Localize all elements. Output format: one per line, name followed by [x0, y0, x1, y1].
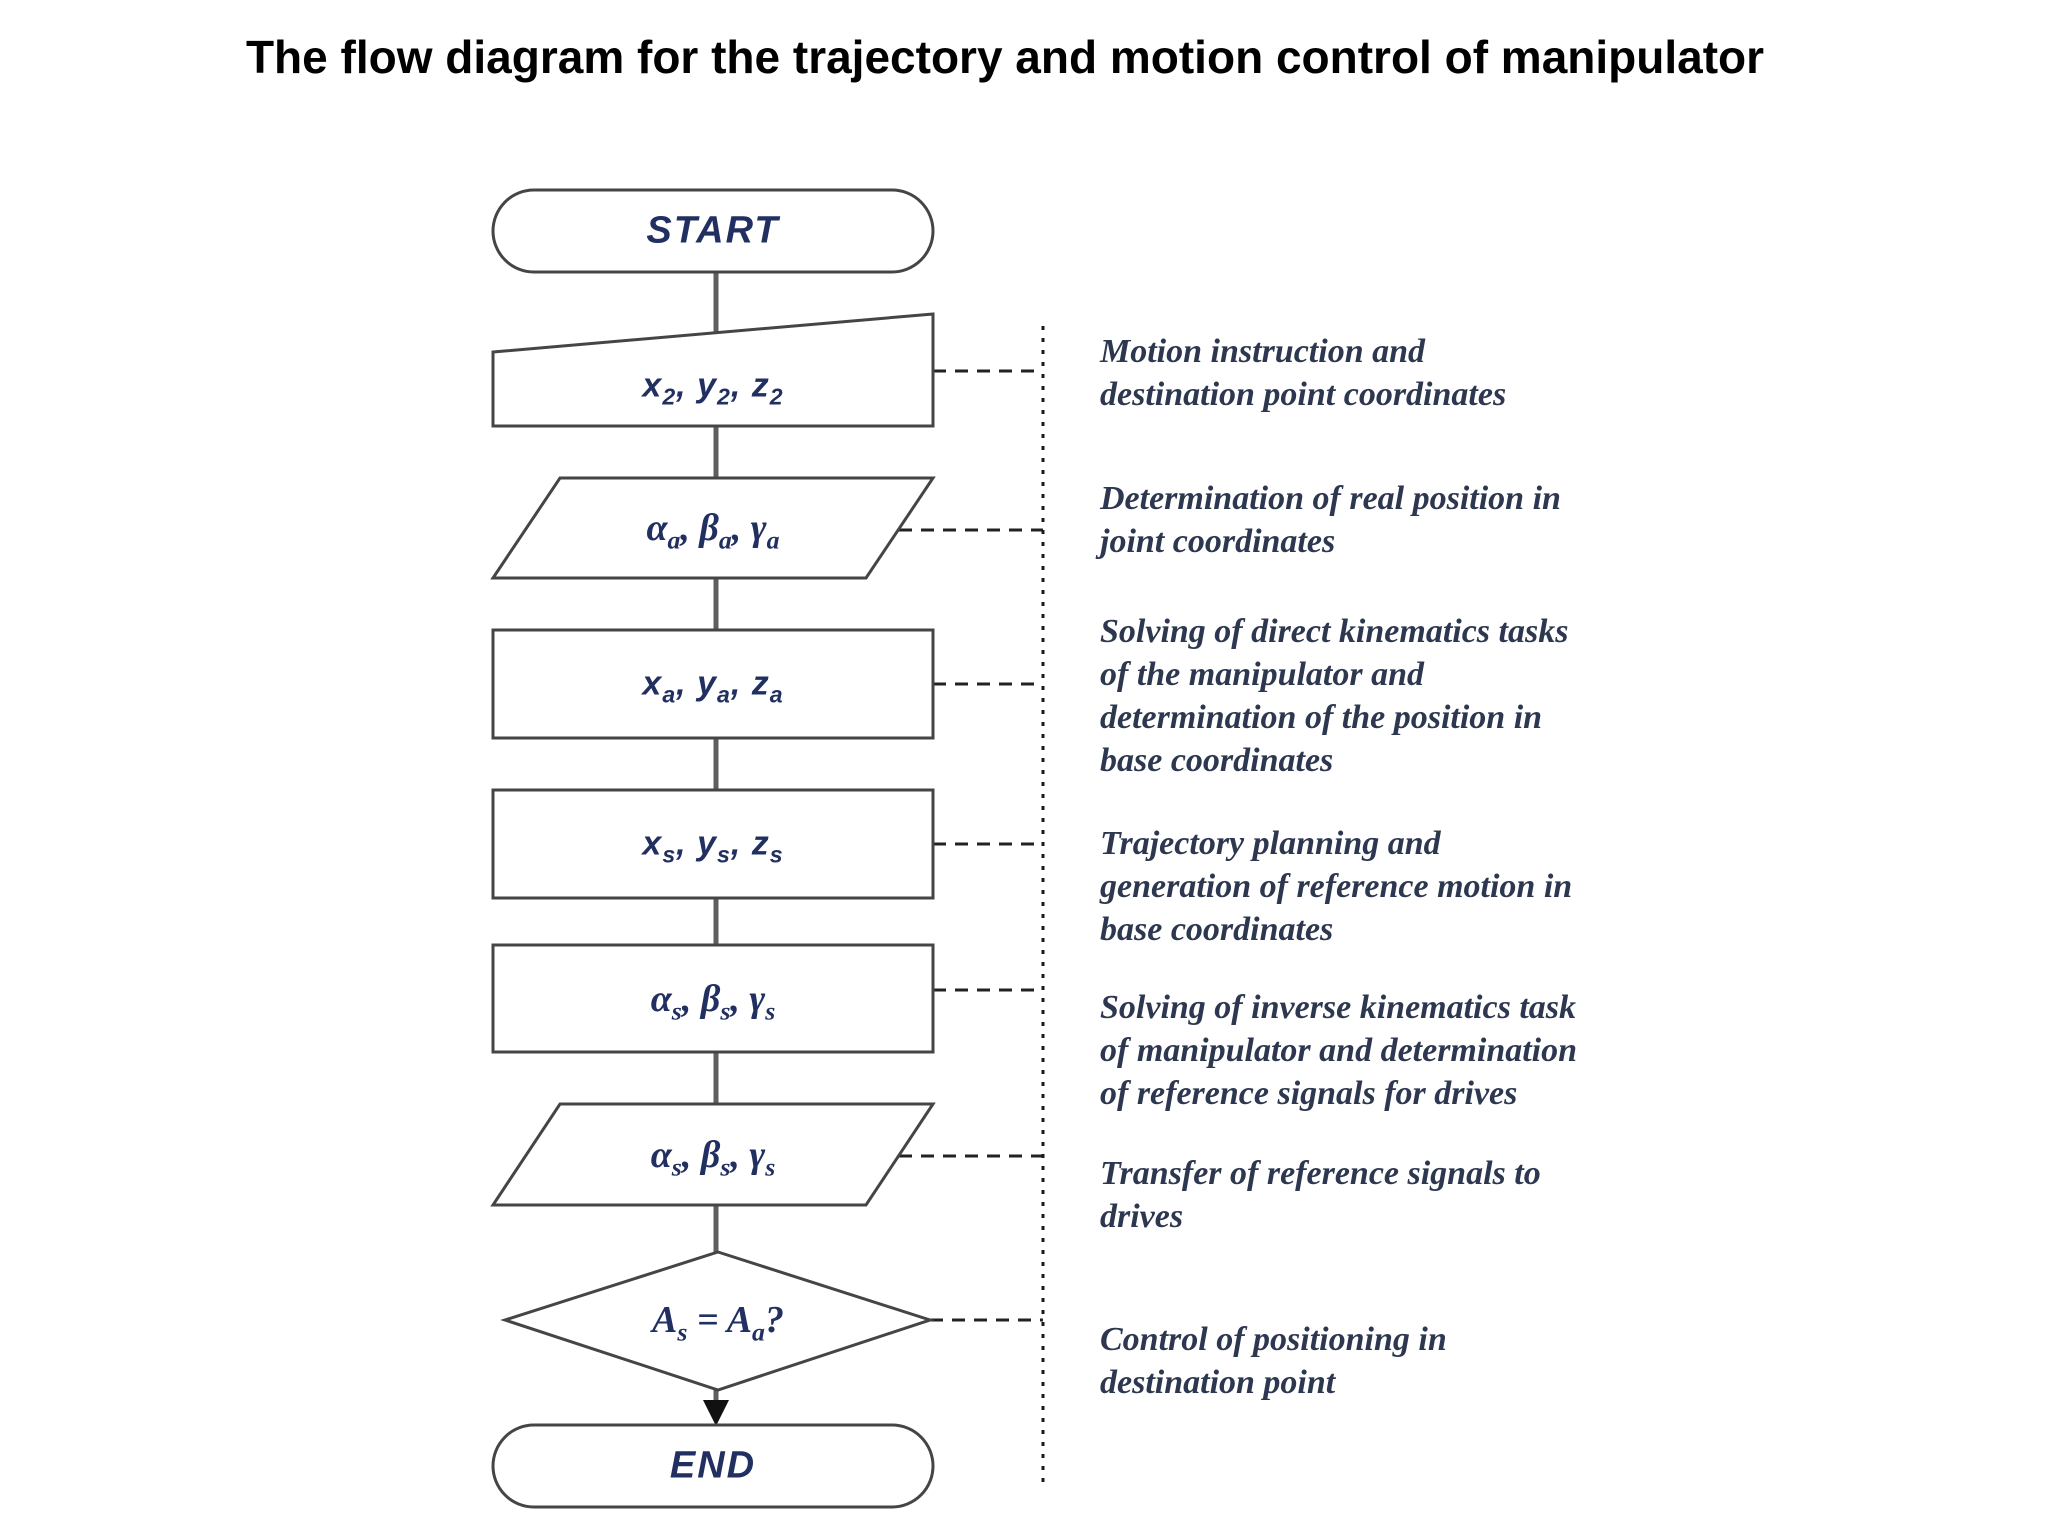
reference-trajectory-rectangle	[491, 788, 935, 900]
annotation-transfer-signals: Transfer of reference signals to drives	[1100, 1155, 1541, 1235]
annotation-inverse-kinematics: Solving of inverse kinematics task of ma…	[1100, 989, 1578, 1112]
real-joint-angles-parallelogram	[490, 476, 936, 580]
annotation-trajectory-planning: Trajectory planning and generation of re…	[1100, 825, 1573, 948]
end-label: END	[669, 1444, 757, 1487]
node-label-destination-coordinates: x2, y2, z2	[642, 366, 784, 410]
annotation-direct-kinematics: Solving of direct kinematics tasks of th…	[1100, 613, 1569, 779]
base-position-rectangle	[491, 628, 935, 740]
reference-joint-angles-rectangle	[491, 943, 935, 1054]
node-label-reference-joint-angles: αs, βs, γs	[650, 978, 776, 1026]
node-label-reference-trajectory: xs, ys, zs	[642, 824, 784, 868]
annotation-positioning-control: Control of positioning in destination po…	[1100, 1321, 1447, 1401]
input-destination-coordinates-shape	[491, 312, 935, 428]
position-check-decision	[500, 1250, 935, 1392]
annotation-motion-instruction: Motion instruction and destination point…	[1100, 333, 1507, 413]
arrowhead-icon	[703, 1400, 729, 1426]
diagram-title: The flow diagram for the trajectory and …	[245, 31, 1765, 83]
node-label-output-reference-signals: αs, βs, γs	[650, 1134, 776, 1182]
node-label-position-check: As = Aa?	[652, 1299, 784, 1347]
annotation-real-position: Determination of real position in joint …	[1100, 480, 1561, 560]
node-label-real-joint-angles: αa, βa, γa	[646, 507, 780, 555]
output-reference-signals-parallelogram	[490, 1102, 936, 1207]
node-label-base-position: xa, ya, za	[642, 664, 784, 708]
end-terminator	[491, 1423, 935, 1509]
start-label: START	[646, 209, 780, 252]
start-terminator	[491, 188, 935, 274]
